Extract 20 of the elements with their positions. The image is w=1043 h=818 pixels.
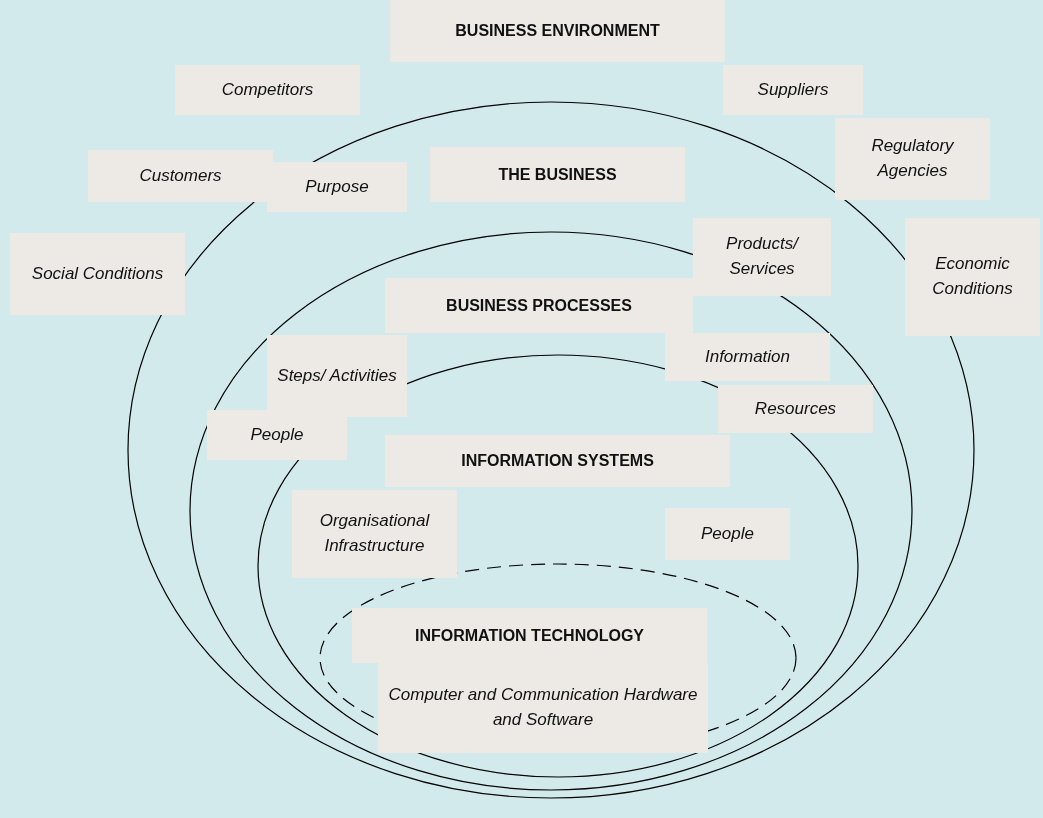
label-box: Information [665, 333, 830, 381]
label-box: Resources [718, 385, 873, 433]
label-box: Competitors [175, 65, 360, 115]
label-box: People [207, 410, 347, 460]
label-box: Economic Conditions [905, 218, 1040, 336]
label-box: Social Conditions [10, 233, 185, 315]
heading-box: INFORMATION SYSTEMS [385, 435, 730, 487]
label-box: Organisational Infrastructure [292, 490, 457, 578]
label-box: Products/ Services [693, 218, 831, 296]
label-box: Steps/ Activities [267, 335, 407, 417]
heading-box: THE BUSINESS [430, 147, 685, 202]
heading-box: BUSINESS ENVIRONMENT [390, 0, 725, 62]
heading-box: BUSINESS PROCESSES [385, 278, 693, 333]
label-box: Computer and Communication Hardware and Software [378, 663, 708, 753]
label-box: Regulatory Agencies [835, 118, 990, 200]
label-box: Purpose [267, 162, 407, 212]
label-box: Customers [88, 150, 273, 202]
heading-box: INFORMATION TECHNOLOGY [352, 608, 707, 663]
label-box: Suppliers [723, 65, 863, 115]
label-box: People [665, 508, 790, 560]
